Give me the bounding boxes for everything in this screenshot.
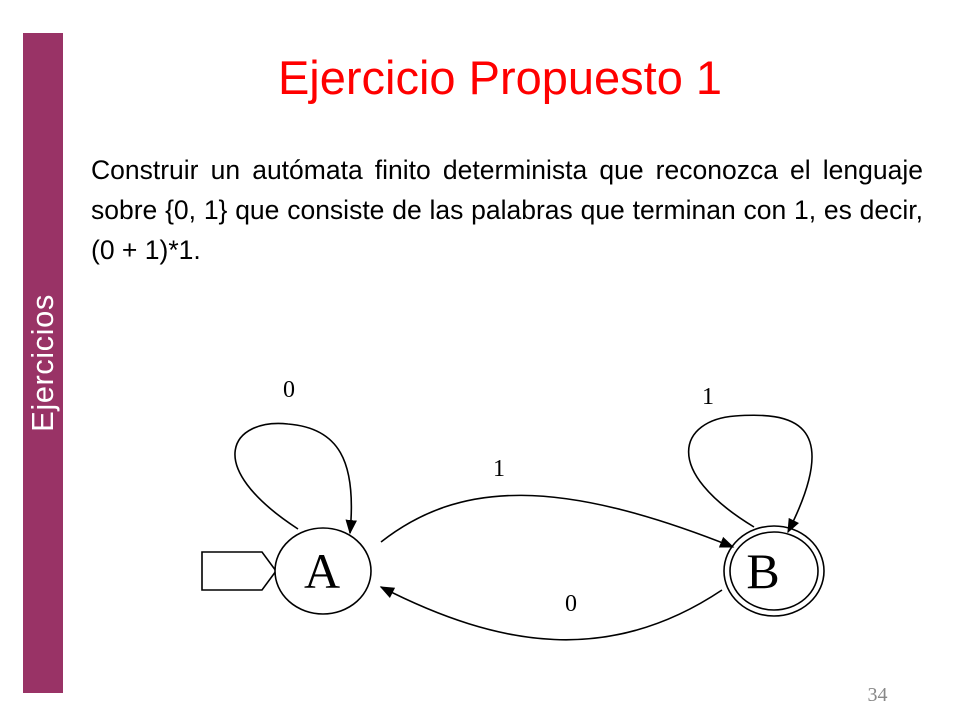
sidebar-bar xyxy=(23,33,63,693)
state-b-inner-circle xyxy=(729,531,819,611)
transition-b-self-loop-label: 1 xyxy=(702,384,714,410)
transition-b-to-a-label: 0 xyxy=(565,591,577,617)
state-b-outer-circle xyxy=(723,525,825,617)
exercise-statement: Construir un autómata finito determinist… xyxy=(91,155,923,265)
state-b-label: B xyxy=(746,543,779,599)
transition-a-to-b xyxy=(380,494,735,548)
state-a-label: A xyxy=(304,543,340,599)
page-number: 34 xyxy=(867,684,888,706)
state-a-circle xyxy=(274,527,372,615)
slide-title: Ejercicio Propuesto 1 xyxy=(277,51,723,104)
transition-b-self-loop xyxy=(688,414,813,534)
initial-state-arrow xyxy=(201,551,277,591)
transition-b-to-a xyxy=(379,586,723,641)
transition-a-self-loop xyxy=(234,422,357,535)
transition-a-to-b-label: 1 xyxy=(493,456,505,482)
transition-a-self-loop-label: 0 xyxy=(283,377,295,403)
